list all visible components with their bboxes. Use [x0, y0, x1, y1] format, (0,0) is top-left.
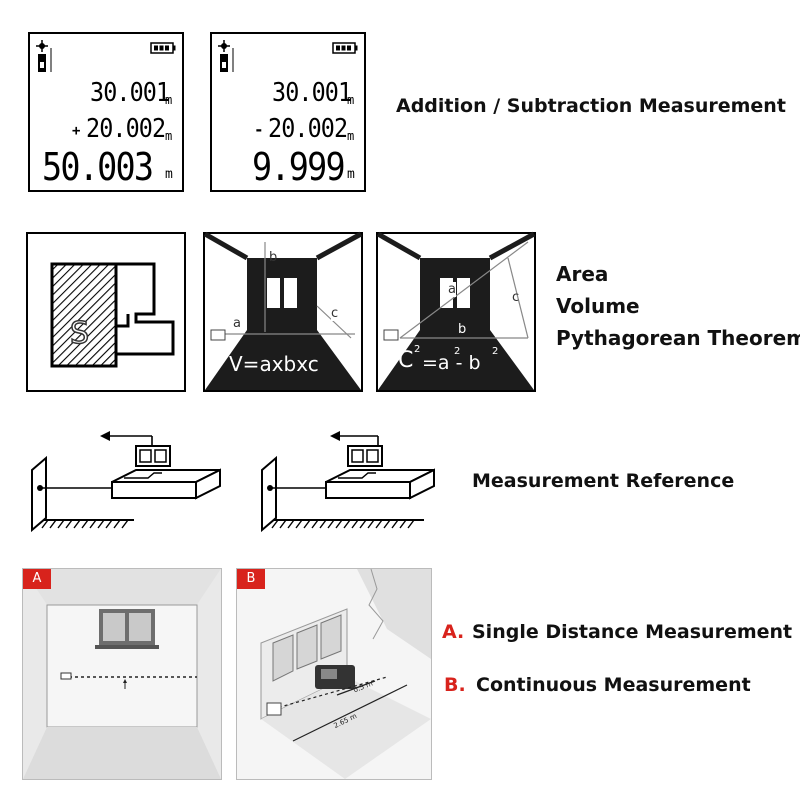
lcd-result-value: 9.999 — [252, 145, 346, 189]
pythag-formula-b-exp: 2 — [492, 346, 499, 357]
label-continuous-prefix: B. — [444, 674, 466, 696]
volume-label-b: b — [269, 250, 278, 265]
photo-continuous: B 0.5 m 2.65 m — [236, 568, 432, 780]
photo-single-distance: A — [22, 568, 222, 780]
battery-icon — [150, 42, 176, 54]
lcd-line1-value: 30.001 — [272, 78, 352, 108]
area-diagram: S — [26, 232, 186, 392]
reference-rear-diagram — [261, 431, 435, 533]
lcd-result-value: 50.003 — [42, 145, 154, 189]
pythag-formula-c-exp: 2 — [414, 344, 421, 355]
pythag-formula-a-exp: 2 — [454, 346, 461, 357]
wall-measure-illustration — [237, 568, 431, 779]
reference-front-diagram — [31, 431, 221, 533]
label-add-sub: Addition / Subtraction Measurement — [396, 95, 786, 117]
volume-label-c: c — [331, 306, 339, 321]
area-symbol: S — [69, 315, 90, 352]
pythagorean-diagram: a c b C 2 =a - b 2 2 — [376, 231, 536, 392]
label-volume: Volume — [556, 294, 640, 318]
lcd-line2-unit: m — [165, 129, 173, 143]
volume-formula: V=axbxc — [229, 352, 319, 376]
pythag-label-a: a — [448, 282, 456, 297]
label-area: Area — [556, 262, 609, 286]
lcd-line2-value: 20.002 — [268, 114, 348, 144]
label-single: Single Distance Measurement — [472, 621, 793, 643]
lcd-line1-unit: m — [347, 93, 355, 107]
lcd-line1-value: 30.001 — [90, 78, 170, 108]
pythag-label-c: c — [512, 290, 520, 305]
lcd-line2-unit: m — [347, 129, 355, 143]
lcd-screen-subtraction: 30.001 m - 20.002 m 9.999 m — [210, 32, 366, 192]
lcd-sign: - — [254, 120, 264, 139]
badge-a: A — [23, 569, 51, 589]
lcd-screen-addition: 30.001 m + 20.002 m 50.003 m — [28, 32, 184, 192]
volume-label-a: a — [233, 316, 241, 331]
laser-status-icon — [36, 40, 52, 72]
label-continuous: Continuous Measurement — [476, 674, 751, 696]
volume-room-graphic — [203, 231, 363, 390]
room-illustration — [23, 569, 221, 779]
label-reference: Measurement Reference — [472, 470, 735, 492]
pythag-formula-c: C — [398, 348, 414, 373]
lcd-result-unit: m — [347, 167, 355, 182]
laser-status-icon — [218, 40, 234, 72]
battery-icon — [332, 42, 358, 54]
volume-diagram: b a c V=axbxc — [203, 231, 363, 392]
area-floorplan-graphic — [50, 262, 175, 368]
label-single-prefix: A. — [442, 621, 465, 643]
badge-b: B — [237, 569, 265, 589]
lcd-result-unit: m — [165, 167, 173, 182]
lcd-sign: + — [72, 123, 81, 139]
lcd-line2-value: 20.002 — [86, 114, 166, 144]
pythag-formula-rest: =a - b — [422, 352, 481, 374]
label-pythagorean: Pythagorean Theorem — [556, 326, 800, 350]
lcd-line1-unit: m — [165, 93, 173, 107]
pythag-label-b: b — [458, 322, 467, 337]
